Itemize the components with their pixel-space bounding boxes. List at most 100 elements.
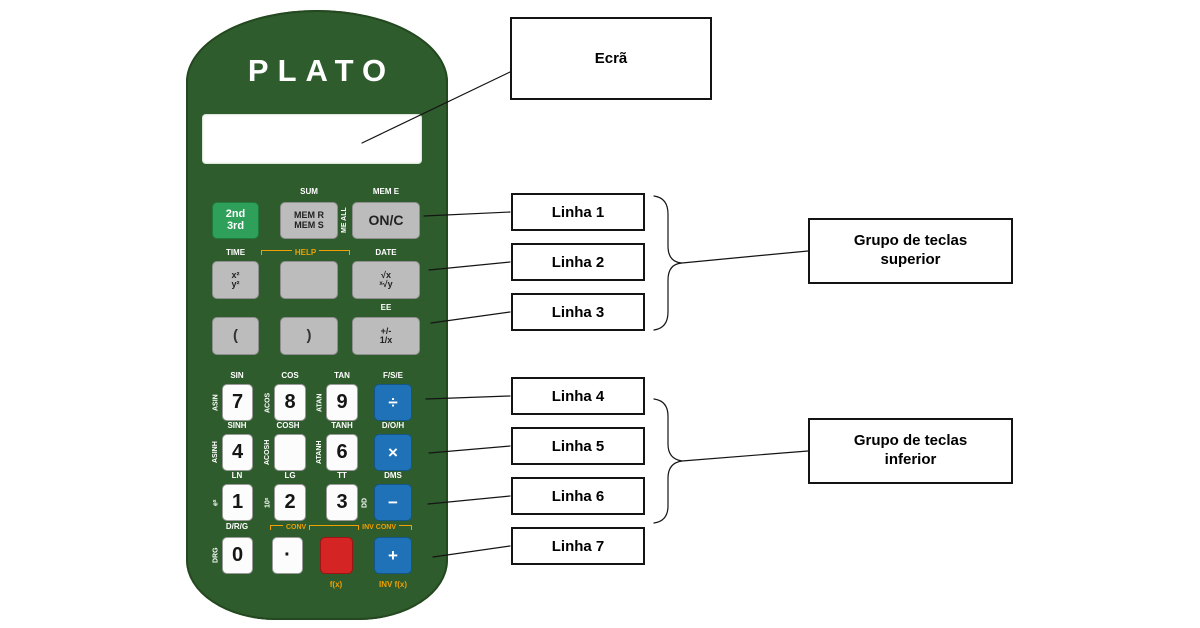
key-blank-gray[interactable] [280, 261, 338, 299]
conv-bracket-left-line [270, 525, 283, 530]
key-multiply-label: × [388, 442, 398, 462]
key-add[interactable]: + [374, 537, 412, 574]
linha-6-text: Linha 6 [551, 487, 605, 505]
key-dot-label: · [284, 544, 291, 566]
label-asin: ASIN [212, 394, 220, 411]
key-decimal-point[interactable]: · [272, 537, 303, 574]
label-tt: TT [337, 471, 347, 480]
key-rparen-label: ) [306, 327, 312, 345]
key-x-squared-y-power[interactable]: x² y² [212, 261, 259, 299]
key-7-label: 7 [231, 391, 244, 413]
label-box-linha-4: Linha 4 [511, 377, 645, 415]
key-open-paren[interactable]: ( [212, 317, 259, 355]
key-6-label: 6 [336, 441, 348, 463]
conv-bracket-mid-line [309, 525, 360, 530]
key-multiply[interactable]: × [374, 434, 412, 471]
connector-grupo-inferior [681, 450, 809, 462]
key-3[interactable]: 3 [326, 484, 358, 521]
conv-bracket-right-line [399, 525, 412, 530]
brand-logo: PLATO [247, 53, 396, 88]
key-4-label: 4 [231, 441, 244, 463]
linha-4-text: Linha 4 [551, 387, 605, 405]
key-blank-white[interactable] [274, 434, 306, 471]
key-add-label: + [388, 545, 398, 565]
key-3-label: 3 [336, 491, 348, 513]
key-onc-label: ON/C [368, 212, 404, 229]
label-fse: F/S/E [382, 371, 403, 380]
key-3rd-label: 3rd [226, 219, 245, 232]
key-2nd-label: 2nd [225, 207, 246, 220]
label-fx: f(x) [329, 580, 343, 589]
key-8[interactable]: 8 [274, 384, 306, 421]
key-7[interactable]: 7 [222, 384, 253, 421]
help-bracket: HELP [261, 248, 350, 257]
key-0[interactable]: 0 [222, 537, 253, 574]
key-subtract[interactable]: − [374, 484, 412, 521]
key-6[interactable]: 6 [326, 434, 358, 471]
label-conv: CONV [286, 524, 307, 531]
key-close-paren[interactable]: ) [280, 317, 338, 355]
label-ln: LN [231, 471, 243, 480]
key-lparen-label: ( [233, 327, 238, 345]
key-9-label: 9 [336, 391, 348, 413]
label-help: HELP [294, 248, 317, 257]
key-2-label: 2 [284, 491, 296, 513]
label-asinh: ASINH [212, 441, 219, 464]
key-mem-r-label: MEM R [294, 210, 324, 221]
key-sqrt-root[interactable]: √x ˣ√y [352, 261, 420, 299]
label-tanh: TANH [331, 421, 353, 430]
label-box-linha-5: Linha 5 [511, 427, 645, 465]
key-4[interactable]: 4 [222, 434, 253, 471]
label-lg: LG [284, 471, 296, 480]
key-8-label: 8 [284, 391, 296, 413]
label-ee: EE [380, 303, 392, 312]
label-box-linha-7: Linha 7 [511, 527, 645, 565]
label-inv-conv: INV CONV [362, 524, 396, 531]
key-mem-recall-store[interactable]: MEM R MEM S [280, 202, 338, 239]
label-sum: SUM [300, 187, 318, 196]
brace-superior [653, 195, 683, 331]
label-e-power: eˣ [212, 499, 220, 506]
label-drg-slash: D/R/G [225, 522, 249, 531]
key-plusminus-label: +/- [380, 325, 392, 336]
key-subtract-label: − [388, 492, 398, 512]
help-bracket-left-line [261, 250, 292, 255]
label-acos: ACOS [264, 392, 272, 413]
key-1[interactable]: 1 [222, 484, 253, 521]
label-ten-power: 10ˣ [264, 497, 272, 508]
label-doh: D/O/H [381, 421, 405, 430]
connector-grupo-superior [681, 250, 809, 264]
key-2nd-3rd[interactable]: 2nd 3rd [212, 202, 259, 239]
calculator-display [202, 114, 422, 164]
key-1-label: 1 [231, 491, 244, 513]
grupo-inferior-text: Grupo de teclas inferior [853, 432, 968, 468]
label-tan: TAN [334, 371, 350, 380]
key-divide[interactable]: ÷ [374, 384, 412, 421]
key-2[interactable]: 2 [274, 484, 306, 521]
label-mem-e: MEM E [372, 187, 400, 196]
label-cos: COS [281, 371, 299, 380]
calculator-body: PLATO SUM MEM E 2nd 3rd MEM R MEM S ME A… [186, 10, 448, 620]
key-fx-red[interactable] [320, 537, 353, 574]
key-recip-label: 1/x [379, 335, 393, 345]
label-drg: DRG [212, 547, 220, 564]
linha-5-text: Linha 5 [551, 437, 605, 455]
label-sinh: SINH [227, 421, 247, 430]
key-sqrt-label: √x [381, 269, 391, 280]
label-date: DATE [375, 248, 397, 257]
label-box-grupo-inferior: Grupo de teclas inferior [808, 418, 1013, 484]
key-9[interactable]: 9 [326, 384, 358, 421]
key-on-clear[interactable]: ON/C [352, 202, 420, 239]
linha-3-text: Linha 3 [551, 303, 605, 321]
key-x2-label: x² [231, 269, 240, 280]
key-mem-s-label: MEM S [294, 219, 324, 230]
label-ecra-text: Ecrã [594, 50, 628, 67]
label-inv-fx: INV f(x) [379, 580, 407, 589]
key-xroot-label: ˣ√y [379, 279, 393, 289]
key-plusminus-reciprocal[interactable]: +/- 1/x [352, 317, 420, 355]
brace-inferior [653, 398, 683, 524]
help-bracket-right-line [319, 250, 350, 255]
label-box-grupo-superior: Grupo de teclas superior [808, 218, 1013, 284]
label-me-all: ME ALL [341, 207, 348, 234]
